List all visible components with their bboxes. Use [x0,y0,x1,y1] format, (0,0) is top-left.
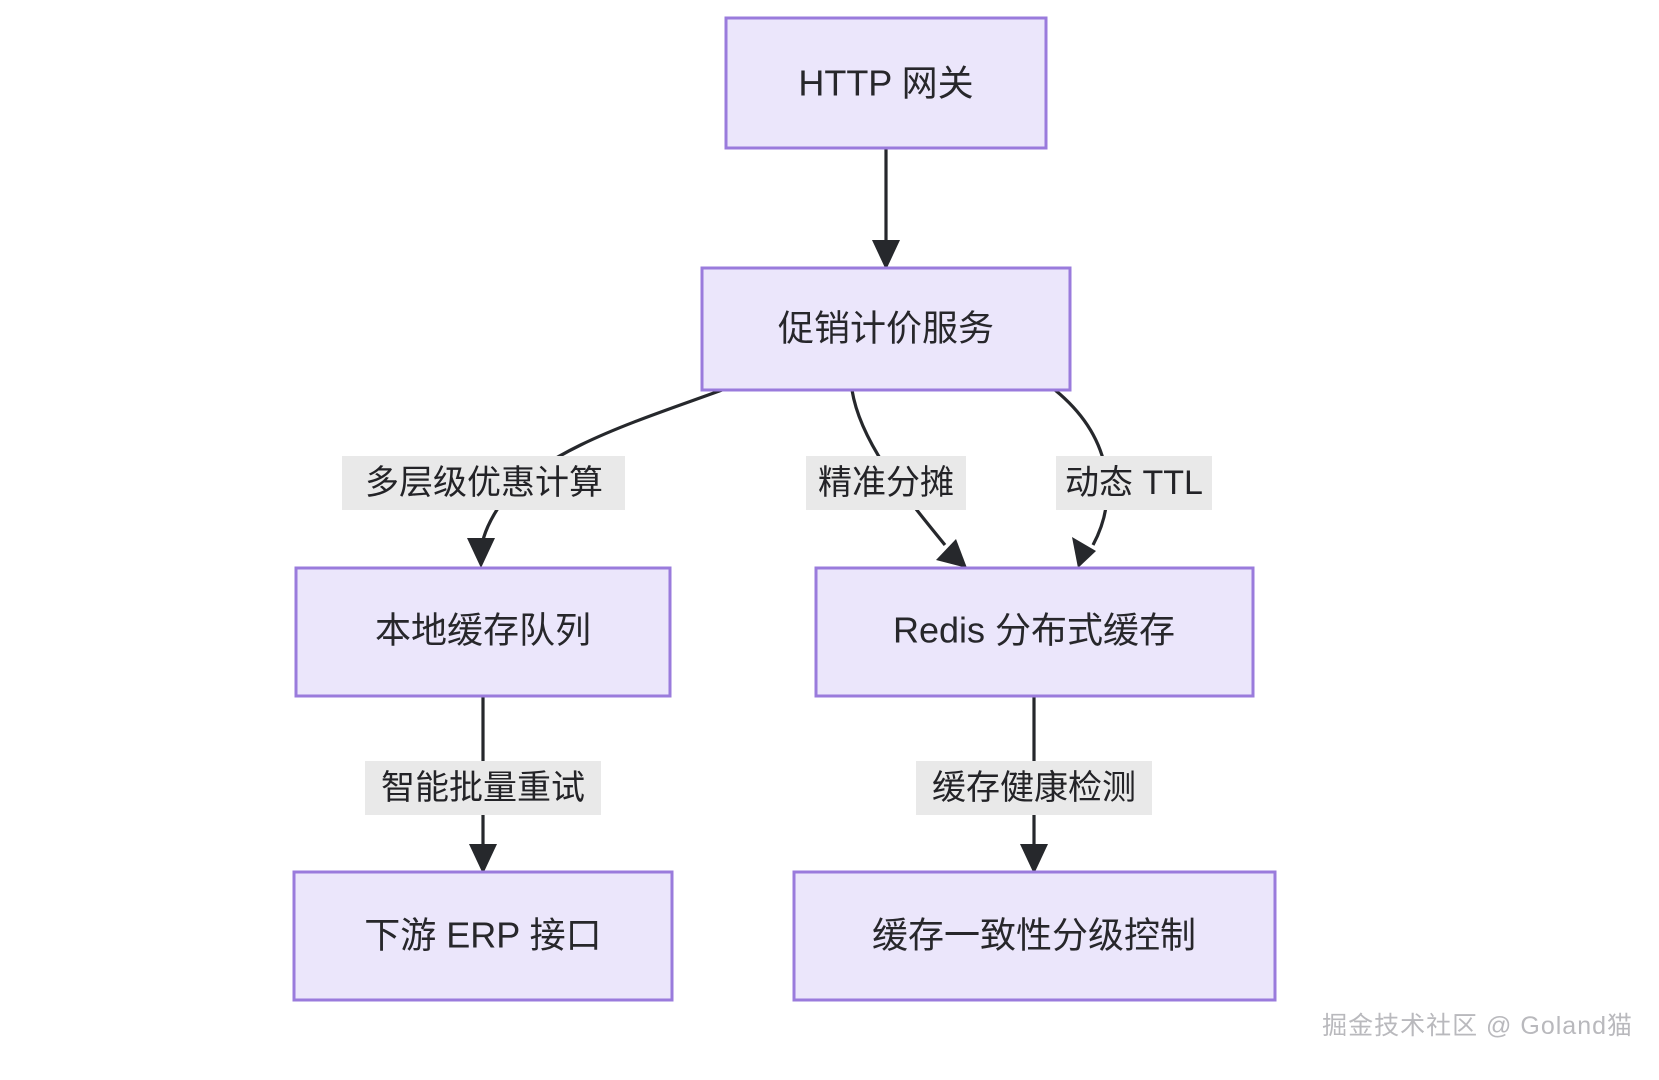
edge-gateway-to-pricing [872,148,900,270]
edge-label-background [342,456,625,510]
edge-label-background [365,761,601,815]
edge-label-text: 智能批量重试 [381,769,585,807]
node-label: 促销计价服务 [778,308,994,349]
arrowhead-icon [1072,537,1096,568]
node-group: HTTP 网关 促销计价服务 本地缓存队列 Redis 分布式缓存 下游 ERP… [292,16,1277,1002]
edge-label-cache-health-check: 缓存健康检测 [916,761,1152,815]
edge-label-group: 多层级优惠计算 精准分摊 动态 TTL 智能批量重试 缓存健康检测 [342,456,1212,815]
node-box[interactable] [814,566,1255,698]
node-box[interactable] [724,16,1048,150]
edge-label-multi-tier-discount: 多层级优惠计算 [342,456,625,510]
node-local-cache-queue[interactable]: 本地缓存队列 [294,566,672,698]
node-label: Redis 分布式缓存 [893,610,1175,651]
node-label: 缓存一致性分级控制 [872,915,1196,956]
node-label: 下游 ERP 接口 [364,915,601,956]
node-http-gateway[interactable]: HTTP 网关 [724,16,1048,150]
edge-label-text: 动态 TTL [1065,464,1203,502]
arrowhead-icon [1020,844,1048,874]
edge-label-smart-batch-retry: 智能批量重试 [365,761,601,815]
edge-label-precise-allocation: 精准分摊 [806,456,966,510]
arrowhead-icon [872,240,900,270]
watermark: 掘金技术社区 @ Goland猫 [1322,1012,1633,1040]
edge-label-dynamic-ttl: 动态 TTL [1056,456,1212,510]
node-cache-consistency-tiered-control[interactable]: 缓存一致性分级控制 [792,870,1277,1002]
node-downstream-erp-interface[interactable]: 下游 ERP 接口 [292,870,674,1002]
node-promotion-pricing-service[interactable]: 促销计价服务 [700,266,1072,392]
node-label: 本地缓存队列 [375,610,591,651]
node-label: HTTP 网关 [798,63,973,104]
edge-label-background [916,761,1152,815]
node-redis-distributed-cache[interactable]: Redis 分布式缓存 [814,566,1255,698]
node-box[interactable] [792,870,1277,1002]
edge-label-text: 多层级优惠计算 [365,464,603,502]
node-box[interactable] [700,266,1072,392]
edge-label-text: 精准分摊 [818,464,954,502]
arrowhead-icon [467,538,495,568]
node-box[interactable] [294,566,672,698]
edge-label-background [806,456,966,510]
arrowhead-icon [936,539,967,568]
arrowhead-icon [469,844,497,874]
edge-label-background [1056,456,1212,510]
edge-label-text: 缓存健康检测 [932,769,1136,807]
node-box[interactable] [292,870,674,1002]
